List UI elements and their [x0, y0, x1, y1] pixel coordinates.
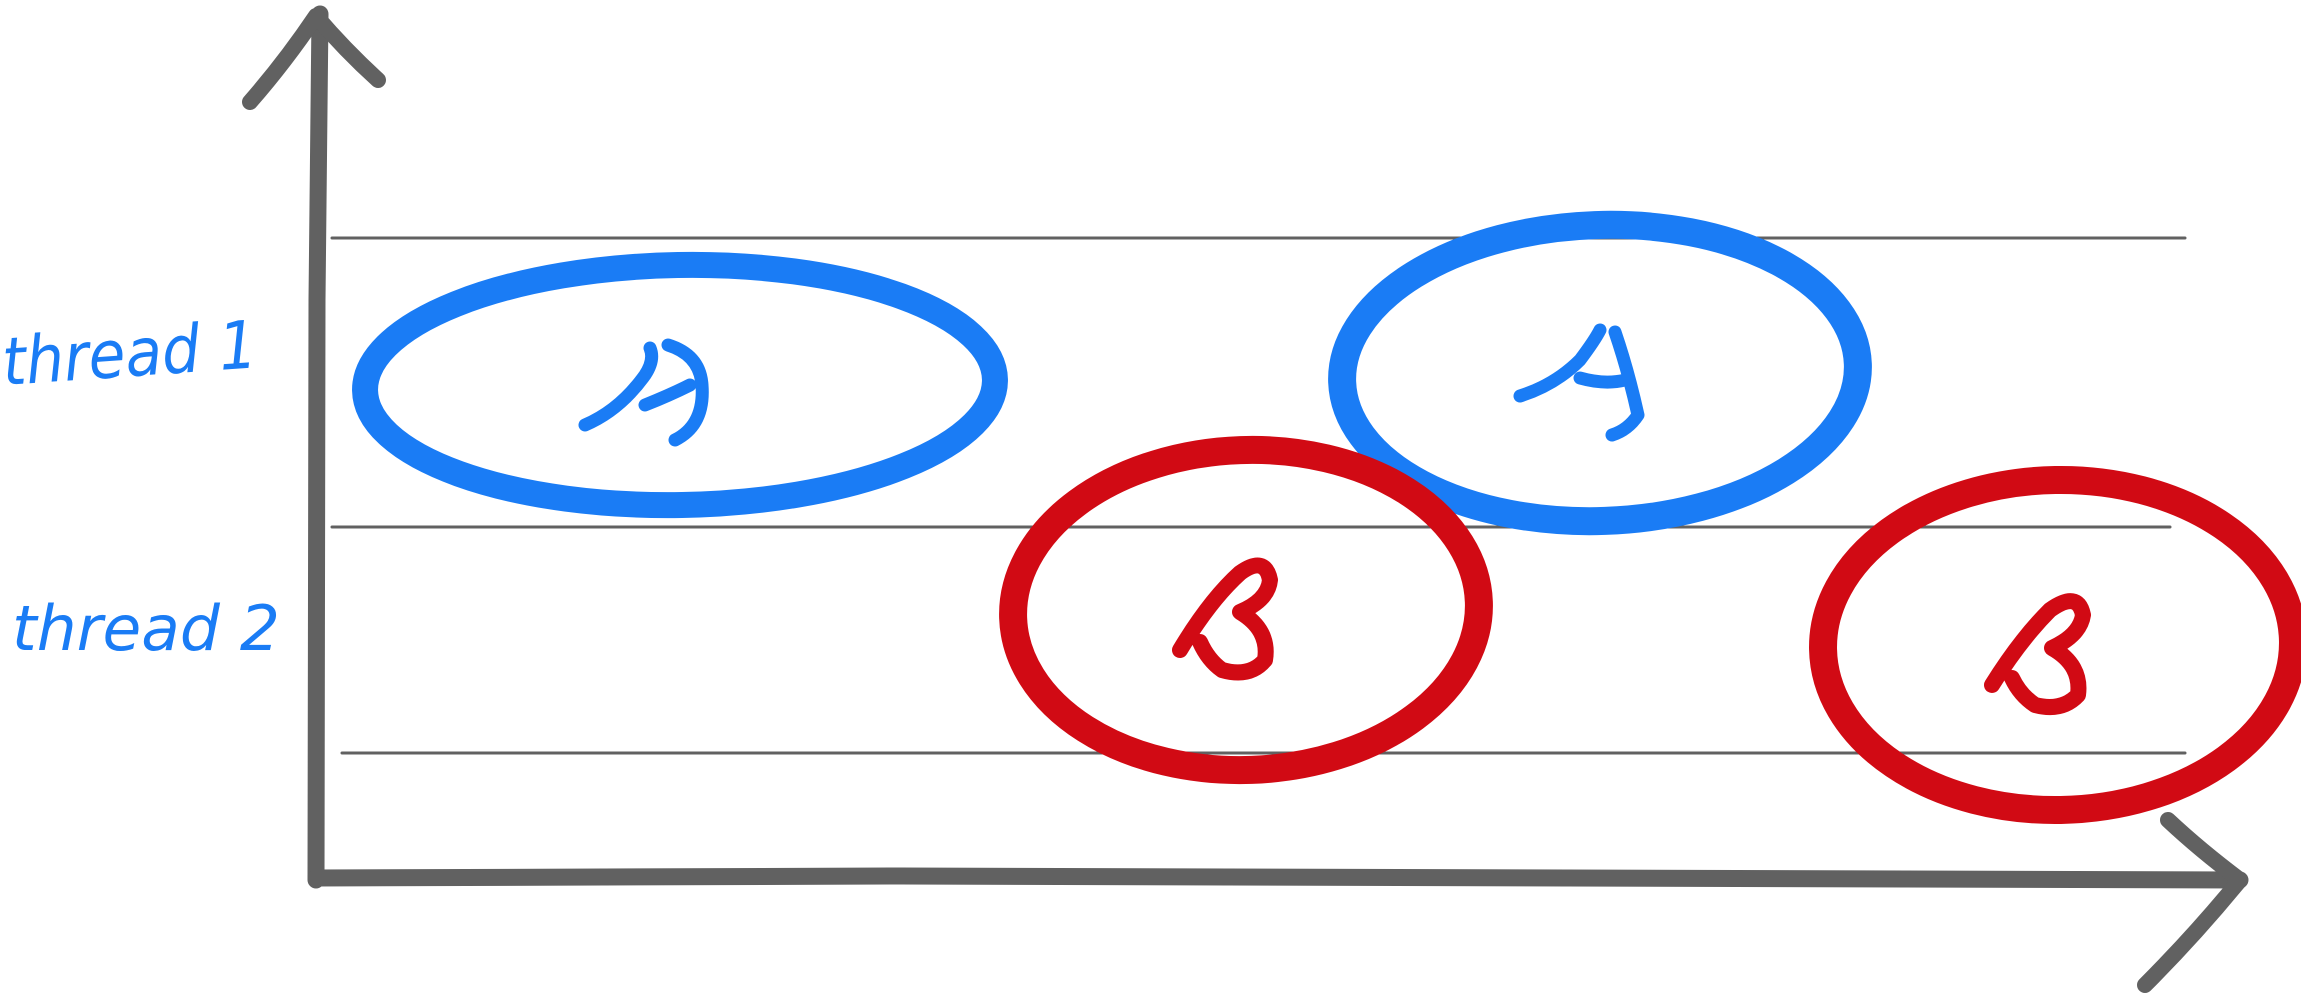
x-axis-arrowhead — [2137, 812, 2248, 993]
block-outline — [999, 435, 1493, 785]
block-letter-b — [1172, 557, 1278, 681]
thread2-blocks — [999, 435, 2301, 825]
block-letter-a — [578, 338, 709, 447]
block-letter-a — [1513, 323, 1645, 442]
thread-labels: thread 1 thread 2 — [0, 306, 280, 665]
block-thread2-b-2 — [1809, 465, 2301, 825]
block-outline — [352, 251, 1008, 519]
thread1-label: thread 1 — [0, 306, 259, 401]
block-letter-b — [1984, 593, 2091, 715]
block-thread1-a-2 — [1328, 210, 1872, 536]
x-axis — [307, 867, 2249, 889]
y-axis-arrowhead — [242, 8, 386, 110]
block-outline — [1809, 465, 2301, 825]
thread1-blocks — [352, 210, 1872, 536]
block-thread2-b-1 — [999, 435, 1493, 785]
block-outline — [1328, 210, 1872, 536]
block-thread1-a-1 — [352, 251, 1008, 519]
thread2-label: thread 2 — [12, 592, 280, 665]
axes — [242, 5, 2249, 993]
y-axis — [307, 5, 329, 889]
